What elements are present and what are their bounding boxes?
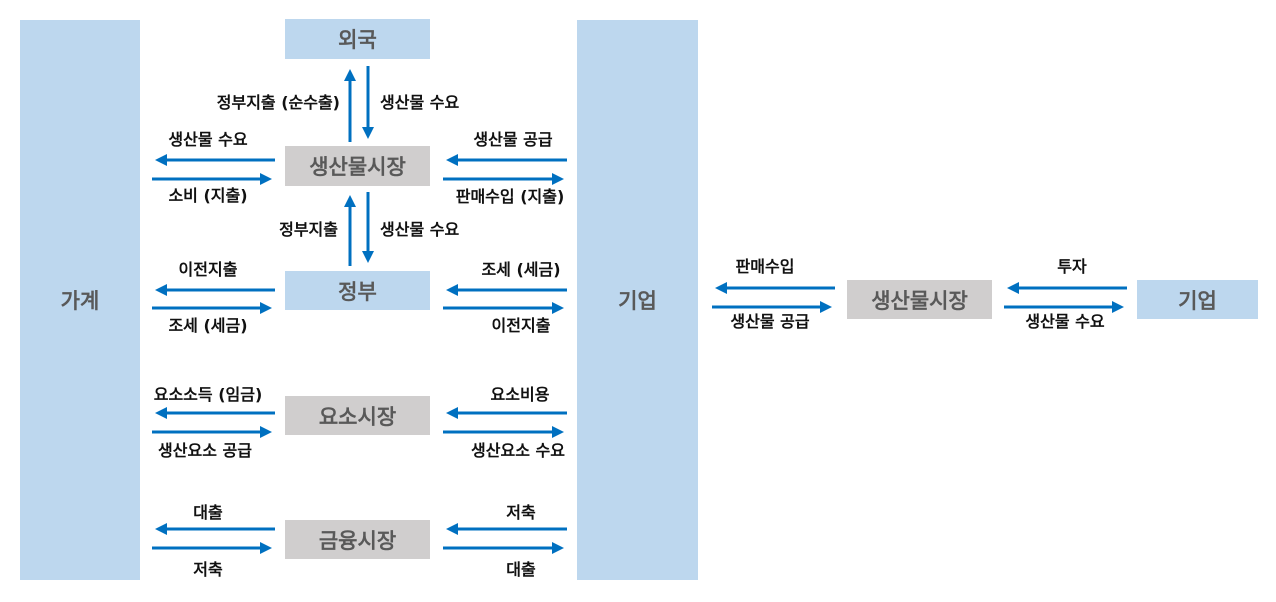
household-box: 가계 [20, 20, 140, 580]
label-hh-tax: 조세 (세금) [168, 316, 248, 335]
foreign-box: 외국 [285, 19, 430, 59]
goods-market-box: 생산물시장 [285, 146, 430, 186]
label-hh-loan: 대출 [193, 503, 223, 522]
label-foreign-goods-demand: 생산물 수요 [380, 93, 460, 112]
right-goods-market-box: 생산물시장 [847, 280, 992, 319]
label-r-investment: 투자 [1057, 257, 1087, 276]
label-r-goods-demand: 생산물 수요 [1025, 312, 1105, 331]
label-hh-transfer: 이전지출 [178, 260, 238, 279]
label-hh-factor-supply: 생산요소 공급 [158, 441, 252, 460]
right-firm-box: 기업 [1137, 280, 1258, 319]
label-hh-consumption: 소비 (지출) [168, 186, 248, 205]
label-hh-goods-demand: 생산물 수요 [168, 130, 248, 149]
firm-box: 기업 [577, 20, 698, 580]
label-r-goods-supply: 생산물 공급 [730, 312, 810, 331]
label-firm-factor-cost: 요소비용 [490, 385, 550, 404]
label-r-sales-revenue: 판매수입 [735, 257, 795, 276]
label-hh-factor-income: 요소소득 (임금) [153, 385, 263, 404]
label-firm-saving: 저축 [506, 503, 536, 522]
label-gov-spending: 정부지출 [279, 220, 338, 239]
label-firm-loan: 대출 [506, 560, 536, 579]
label-firm-tax: 조세 (세금) [481, 260, 561, 279]
factor-market-box: 요소시장 [285, 396, 430, 435]
label-firm-sales-revenue: 판매수입 (지출) [455, 187, 565, 206]
label-gov-goods-demand: 생산물 수요 [380, 220, 460, 239]
financial-market-box: 금융시장 [285, 520, 430, 559]
label-gov-spending-net-exports: 정부지출 (순수출) [216, 93, 340, 112]
label-firm-goods-supply: 생산물 공급 [473, 130, 553, 149]
label-firm-factor-demand: 생산요소 수요 [471, 441, 565, 460]
label-firm-transfer: 이전지출 [491, 316, 551, 335]
government-box: 정부 [285, 271, 430, 310]
label-hh-saving: 저축 [193, 560, 223, 579]
